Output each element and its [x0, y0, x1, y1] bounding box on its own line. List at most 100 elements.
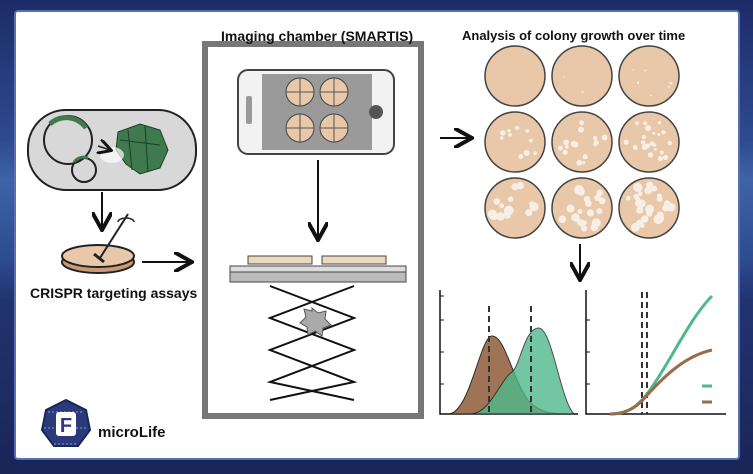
logo-letter: F: [60, 415, 72, 437]
colony: [641, 215, 649, 223]
colony: [630, 223, 640, 232]
petri-plate: [484, 177, 546, 239]
colony: [533, 151, 538, 155]
colony: [582, 160, 586, 165]
colony: [523, 149, 530, 157]
colony: [652, 143, 657, 147]
colony: [667, 85, 670, 88]
colony: [593, 140, 599, 146]
analysis-title: Analysis of colony growth over time: [462, 28, 686, 43]
petri-dish-icon: [61, 213, 135, 274]
colony: [582, 154, 588, 160]
colony: [518, 154, 524, 159]
colony: [645, 204, 655, 214]
petri-plate: [484, 111, 546, 173]
colony: [645, 125, 652, 132]
colony: [592, 136, 598, 141]
colony: [650, 94, 652, 97]
colony-plates-grid: [484, 45, 680, 239]
colony: [570, 140, 577, 147]
colony: [636, 206, 644, 214]
colony: [581, 225, 588, 232]
colony: [525, 129, 530, 133]
colony: [656, 195, 663, 202]
microlife-logo-icon: F: [40, 398, 92, 447]
growth-curve-plot: [585, 290, 726, 416]
petri-plate: [551, 45, 613, 107]
colony: [564, 144, 569, 149]
colony: [525, 209, 533, 217]
colony: [644, 186, 652, 195]
colony: [581, 91, 584, 93]
colony: [563, 139, 569, 146]
colony: [579, 120, 585, 126]
colony: [652, 131, 656, 135]
colony: [489, 211, 499, 220]
colony: [643, 121, 647, 126]
colony: [557, 145, 563, 151]
colony: [576, 159, 583, 166]
colony: [623, 139, 629, 145]
colony: [507, 129, 511, 133]
colony: [657, 156, 664, 162]
colony: [647, 152, 654, 158]
colony: [633, 193, 639, 199]
colony: [645, 143, 651, 149]
density-plot: [439, 290, 578, 415]
colony: [598, 197, 606, 205]
colony: [577, 209, 583, 214]
colony: [499, 203, 505, 209]
colony: [596, 208, 603, 215]
colony: [558, 215, 567, 224]
colony: [500, 130, 506, 136]
colony: [658, 121, 662, 125]
colony: [566, 204, 575, 213]
colony: [508, 132, 512, 137]
petri-plate: [551, 111, 613, 173]
colony: [641, 134, 647, 140]
colony: [529, 138, 533, 143]
colony: [632, 69, 635, 71]
colony: [529, 201, 535, 207]
colony: [577, 126, 585, 133]
colony: [588, 211, 595, 217]
colony: [515, 125, 520, 130]
imaging-chamber-title: Imaging chamber (SMARTIS): [221, 28, 414, 44]
colony: [511, 183, 519, 191]
colony: [666, 203, 676, 212]
colony: [637, 81, 640, 84]
petri-plate: [484, 45, 546, 107]
colony: [574, 184, 584, 195]
colony: [493, 198, 501, 205]
colony: [601, 134, 608, 141]
colony: [669, 81, 673, 85]
colony: [663, 155, 669, 161]
colony: [635, 121, 639, 125]
colony: [596, 189, 604, 197]
colony: [582, 220, 587, 226]
colony: [661, 130, 666, 135]
colony: [635, 199, 643, 208]
colony: [500, 136, 504, 140]
cell-illustration: [27, 109, 197, 191]
colony: [632, 145, 638, 150]
colony: [590, 223, 599, 232]
colony: [659, 150, 664, 155]
colony: [496, 212, 505, 221]
crispr-label: CRISPR targeting assays: [30, 285, 198, 301]
colony: [625, 195, 631, 201]
colony: [571, 213, 580, 222]
colony: [562, 149, 568, 155]
imaging-chamber: [202, 41, 424, 419]
colony: [653, 147, 657, 151]
colony: [644, 69, 647, 72]
colony: [576, 218, 583, 226]
colony: [633, 182, 643, 192]
colony: [507, 196, 514, 202]
colony: [667, 140, 673, 146]
petri-plate: [618, 45, 680, 107]
colony: [640, 140, 645, 145]
colony: [657, 133, 661, 136]
colony: [651, 185, 658, 192]
